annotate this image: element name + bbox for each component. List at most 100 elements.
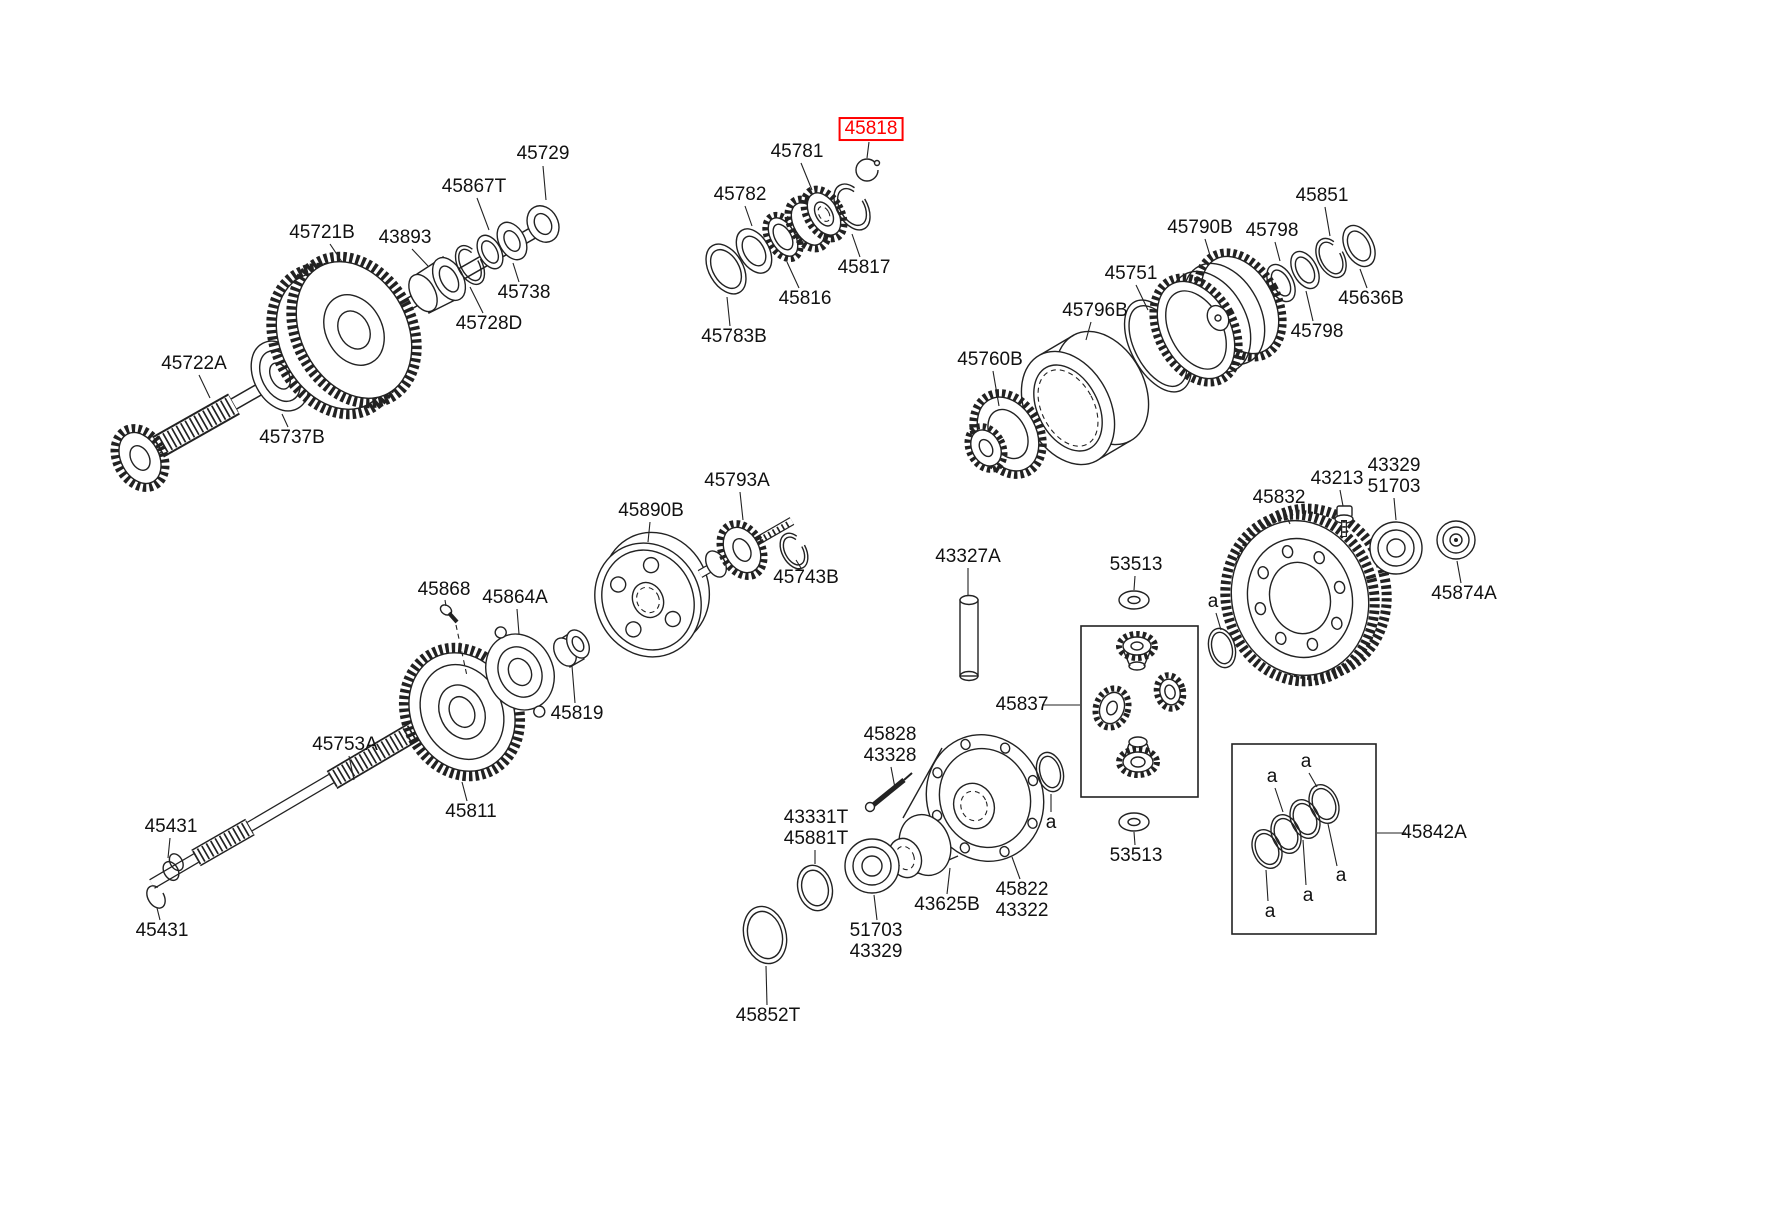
part-label-45790B[interactable]: 45790B [1167,217,1233,239]
drawing-counter-shaft-assembly [110,205,560,492]
part-label-45793A[interactable]: 45793A [704,470,770,492]
ring-45852T-drawing [742,905,788,965]
washer-a-diff-drawing [1035,751,1065,793]
part-label-45743B[interactable]: 45743B [773,567,839,589]
drawing-output-shaft-assembly [146,517,809,909]
part-label-43329[interactable]: 43329 [1367,455,1421,477]
leader-line-43328 [890,766,896,789]
ring-45783B-drawing [705,243,747,295]
part-label-45868[interactable]: 45868 [417,579,471,601]
bolt-45828-43328-drawing [864,772,913,813]
part-label-45782[interactable]: 45782 [713,184,767,206]
part-label-45737B[interactable]: 45737B [259,427,325,449]
part-label-45890B[interactable]: 45890B [618,500,684,522]
part-label-45852T[interactable]: 45852T [735,1005,801,1027]
part-label-45842A[interactable]: 45842A [1401,822,1467,844]
part-label-45798[interactable]: 45798 [1245,220,1299,242]
part-label-45722A[interactable]: 45722A [161,353,227,375]
drawing-planetary-assembly [964,224,1376,479]
leader-line-45782 [744,205,753,227]
drawing-ring-gear-assembly [1207,503,1476,687]
leader-line-45817 [851,233,861,258]
part-label-45796B[interactable]: 45796B [1062,300,1128,322]
part-label-53513[interactable]: 53513 [1109,554,1163,576]
gear-shaft-45793A-drawing [697,517,795,580]
washer-a-ring-gear-drawing [1207,627,1237,669]
part-label-43327A[interactable]: 43327A [935,546,1001,568]
part-label-45816[interactable]: 45816 [778,288,832,310]
spacer-43893-drawing [408,255,467,314]
lock-nut-45729-drawing [526,205,560,243]
planet-carrier-45890B-drawing [594,531,711,658]
leader-line-51703 [1393,497,1397,521]
part-label-43328[interactable]: 43328 [863,745,917,767]
part-label-45431[interactable]: 45431 [144,816,198,838]
cap-45874A-drawing [1436,520,1476,560]
bearing-45636B-drawing [1342,224,1376,268]
leader-line-a [1265,869,1269,902]
part-label-45760B[interactable]: 45760B [957,349,1023,371]
part-label-45818[interactable]: 45818 [838,117,904,141]
part-label-45837[interactable]: 45837 [995,694,1049,716]
drawing-clutch-hub-assembly [705,158,881,295]
leader-line-45431 [167,837,171,859]
leader-line-45864A [516,608,520,635]
part-label-a[interactable]: a [1302,885,1314,907]
spacer-set-45842A-box [1231,743,1377,935]
part-label-45819[interactable]: 45819 [550,703,604,725]
part-label-51703[interactable]: 51703 [849,920,903,942]
sun-gear-45760B-drawing [964,389,1047,479]
part-label-a[interactable]: a [1266,766,1278,788]
part-label-45817[interactable]: 45817 [837,257,891,279]
part-label-45832[interactable]: 45832 [1252,487,1306,509]
part-label-45728D[interactable]: 45728D [455,313,523,335]
part-label-45751[interactable]: 45751 [1104,263,1158,285]
part-label-45864A[interactable]: 45864A [482,587,548,609]
leader-line-45728D [469,286,484,314]
leader-line-45816 [786,261,800,289]
part-label-45828[interactable]: 45828 [863,724,917,746]
part-label-45811[interactable]: 45811 [445,801,497,823]
leader-line-45832 [1282,508,1291,525]
part-label-43329[interactable]: 43329 [849,941,903,963]
leader-line-45851 [1324,206,1331,237]
part-label-a[interactable]: a [1300,751,1312,773]
part-label-45881T[interactable]: 45881T [783,828,849,850]
part-label-51703[interactable]: 51703 [1367,476,1421,498]
part-label-45798[interactable]: 45798 [1290,321,1344,343]
part-label-a[interactable]: a [1335,865,1347,887]
part-label-45867T[interactable]: 45867T [441,176,507,198]
part-label-45753A[interactable]: 45753A [312,734,378,756]
part-label-45431[interactable]: 45431 [135,920,189,942]
part-label-a[interactable]: a [1264,901,1276,923]
leader-line-a [1327,823,1338,867]
part-label-45874A[interactable]: 45874A [1431,583,1497,605]
part-label-43331T[interactable]: 43331T [783,807,849,829]
spider-gear-kit-45837-box [1080,625,1199,798]
part-label-45781[interactable]: 45781 [770,141,824,163]
part-label-a[interactable]: a [1207,591,1219,613]
part-label-45822[interactable]: 45822 [995,879,1049,901]
part-label-45636B[interactable]: 45636B [1338,288,1404,310]
part-label-43893[interactable]: 43893 [378,227,432,249]
part-label-43213[interactable]: 43213 [1310,468,1364,490]
part-label-a[interactable]: a [1045,812,1057,834]
leader-line-45890B [647,521,651,543]
part-label-45738[interactable]: 45738 [497,282,551,304]
part-label-53513[interactable]: 53513 [1109,845,1163,867]
part-label-43625B[interactable]: 43625B [914,894,980,916]
part-label-45783B[interactable]: 45783B [701,326,767,348]
leader-line-45751 [1135,284,1149,311]
leader-line-a [1308,772,1318,788]
leader-line-45753A [348,755,355,781]
part-label-45851[interactable]: 45851 [1295,185,1349,207]
bearing-43329-51703-drawing [1369,521,1423,575]
part-label-45729[interactable]: 45729 [516,143,570,165]
part-label-43322[interactable]: 43322 [995,900,1049,922]
part-label-45721B[interactable]: 45721B [289,222,355,244]
leader-line-43213 [1339,489,1344,507]
drawing-differential-assembly [742,590,1199,965]
